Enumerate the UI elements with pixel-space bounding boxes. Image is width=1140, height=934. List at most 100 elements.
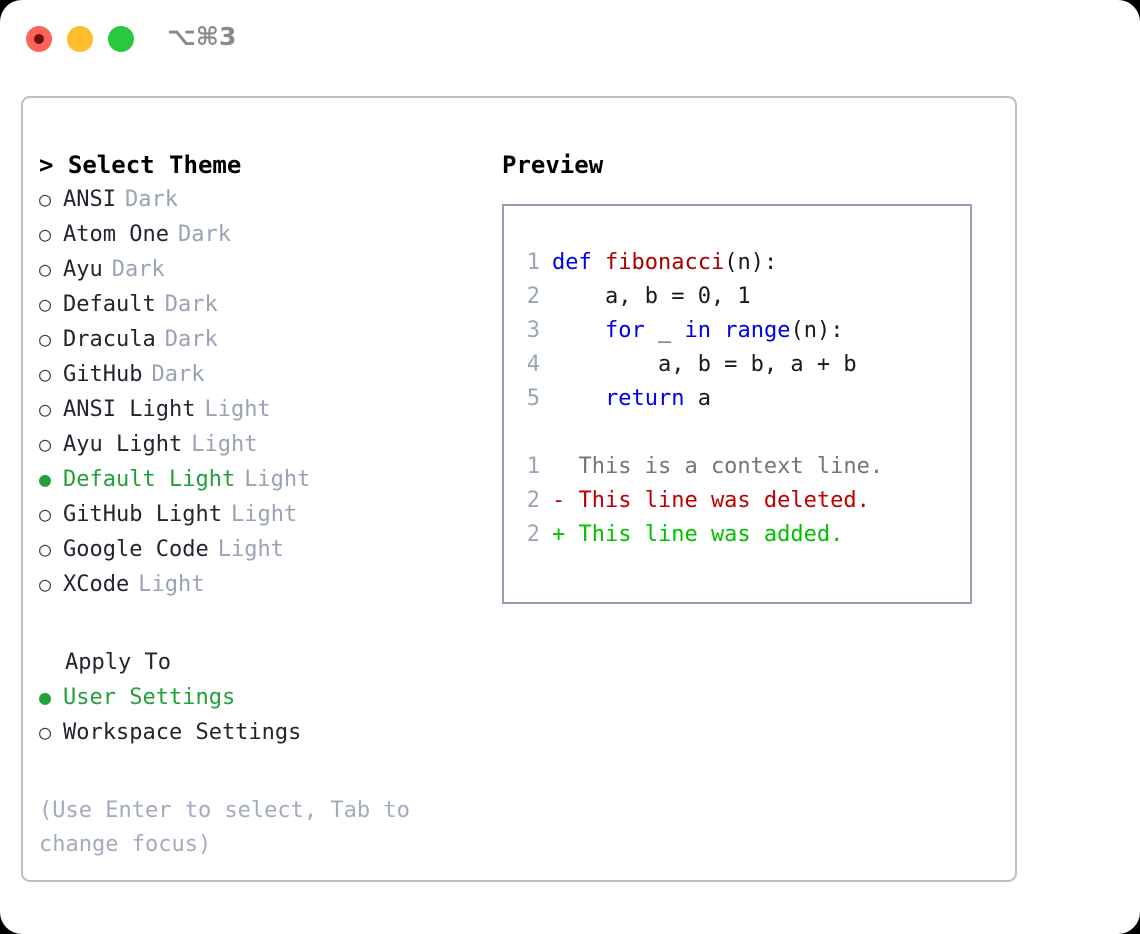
diff-text: + This line was added.	[552, 522, 844, 547]
theme-option-github-light[interactable]: ○ GitHub Light Light	[39, 497, 489, 532]
code-token: fibonacci	[604, 250, 725, 275]
keyboard-shortcut-label: ⌥⌘3	[167, 22, 237, 51]
theme-name: XCode	[63, 572, 130, 597]
radio-unselected-icon: ○	[39, 502, 52, 526]
keyboard-hint-text: (Use Enter to select, Tab to change focu…	[39, 798, 424, 857]
radio-unselected-icon: ○	[39, 572, 52, 596]
apply-to-heading: Apply To	[65, 650, 171, 675]
apply-to-name: User Settings	[63, 685, 236, 710]
theme-name: ANSI	[63, 187, 116, 212]
theme-option-default-light[interactable]: ● Default Light Light	[39, 462, 489, 497]
theme-option-ansi[interactable]: ○ ANSI Dark	[39, 182, 489, 217]
line-number: 3	[526, 318, 540, 343]
radio-unselected-icon: ○	[39, 257, 52, 281]
radio-unselected-icon: ○	[39, 292, 52, 316]
radio-unselected-icon: ○	[39, 327, 52, 351]
line-number: 1	[526, 250, 540, 275]
theme-variant-badge: Light	[244, 467, 311, 492]
theme-variant-badge: Dark	[177, 222, 231, 247]
minimize-button-icon[interactable]	[67, 26, 93, 52]
theme-name: Ayu	[63, 257, 103, 282]
theme-variant-badge: Dark	[111, 257, 165, 282]
code-token: (n):	[724, 250, 778, 275]
code-line: 3 for _ in range(n):	[516, 314, 883, 348]
radio-unselected-icon: ○	[39, 537, 52, 561]
line-number: 4	[526, 352, 540, 377]
diff-line-ctx: 1 This is a context line.	[516, 450, 883, 484]
code-token: for	[604, 318, 645, 343]
code-token: in range	[684, 318, 791, 343]
apply-to-option-user-settings[interactable]: ● User Settings	[39, 680, 489, 715]
select-theme-heading: > Select Theme	[39, 151, 242, 179]
apply-to-list[interactable]: ● User Settings ○ Workspace Settings	[39, 680, 489, 750]
theme-name: Google Code	[63, 537, 209, 562]
theme-option-dracula[interactable]: ○ Dracula Dark	[39, 322, 489, 357]
code-diff-separator	[516, 416, 883, 450]
theme-name: Default	[63, 292, 156, 317]
theme-option-xcode[interactable]: ○ XCode Light	[39, 567, 489, 602]
theme-variant-badge: Dark	[164, 292, 218, 317]
radio-unselected-icon: ○	[39, 397, 52, 421]
theme-variant-badge: Dark	[151, 362, 205, 387]
code-token: a, b = b, a + b	[552, 352, 857, 377]
theme-name: Default Light	[63, 467, 236, 492]
theme-name: GitHub	[63, 362, 143, 387]
theme-option-github[interactable]: ○ GitHub Dark	[39, 357, 489, 392]
maximize-button-icon[interactable]	[108, 26, 134, 52]
theme-option-google-code[interactable]: ○ Google Code Light	[39, 532, 489, 567]
diff-line-add: 2 + This line was added.	[516, 518, 883, 552]
theme-variant-badge: Light	[230, 502, 298, 527]
radio-unselected-icon: ○	[39, 187, 52, 211]
line-number: 5	[526, 386, 540, 411]
theme-name: Atom One	[63, 222, 169, 247]
theme-variant-badge: Dark	[164, 327, 218, 352]
code-token: return	[604, 386, 685, 411]
code-line: 5 return a	[516, 382, 883, 416]
theme-name: Ayu Light	[63, 432, 183, 457]
code-token	[552, 318, 605, 343]
line-number: 2	[526, 522, 540, 547]
theme-variant-badge: Dark	[124, 187, 178, 212]
apply-to-name: Workspace Settings	[63, 720, 302, 745]
theme-option-ayu[interactable]: ○ Ayu Dark	[39, 252, 489, 287]
diff-line-del: 2 - This line was deleted.	[516, 484, 883, 518]
diff-text: This is a context line.	[552, 454, 884, 479]
theme-variant-badge: Light	[138, 572, 205, 597]
line-number: 1	[526, 454, 540, 479]
theme-name: ANSI Light	[63, 397, 196, 422]
code-token: a	[684, 386, 711, 411]
code-token	[552, 386, 605, 411]
apply-to-option-workspace-settings[interactable]: ○ Workspace Settings	[39, 715, 489, 750]
code-token: _	[644, 318, 685, 343]
radio-unselected-icon: ○	[39, 432, 52, 456]
close-button-icon[interactable]	[26, 26, 52, 52]
theme-name: GitHub Light	[63, 502, 222, 527]
theme-option-ansi-light[interactable]: ○ ANSI Light Light	[39, 392, 489, 427]
code-token: def	[552, 250, 605, 275]
code-token: a, b = 0, 1	[552, 284, 751, 309]
radio-unselected-icon: ○	[39, 720, 52, 744]
radio-selected-icon: ●	[39, 685, 52, 709]
code-token: (n):	[790, 318, 844, 343]
line-number: 2	[526, 488, 540, 513]
window-controls	[26, 26, 134, 52]
line-number: 2	[526, 284, 540, 309]
theme-variant-badge: Light	[204, 397, 271, 422]
diff-text: - This line was deleted.	[552, 488, 870, 513]
theme-name: Dracula	[63, 327, 156, 352]
theme-option-default[interactable]: ○ Default Dark	[39, 287, 489, 322]
radio-unselected-icon: ○	[39, 362, 52, 386]
preview-heading: Preview	[502, 151, 604, 179]
radio-selected-icon: ●	[39, 467, 52, 491]
theme-variant-badge: Light	[217, 537, 284, 562]
code-line: 1 def fibonacci(n):	[516, 246, 883, 280]
title-bar: ⌥⌘3	[0, 0, 1140, 78]
